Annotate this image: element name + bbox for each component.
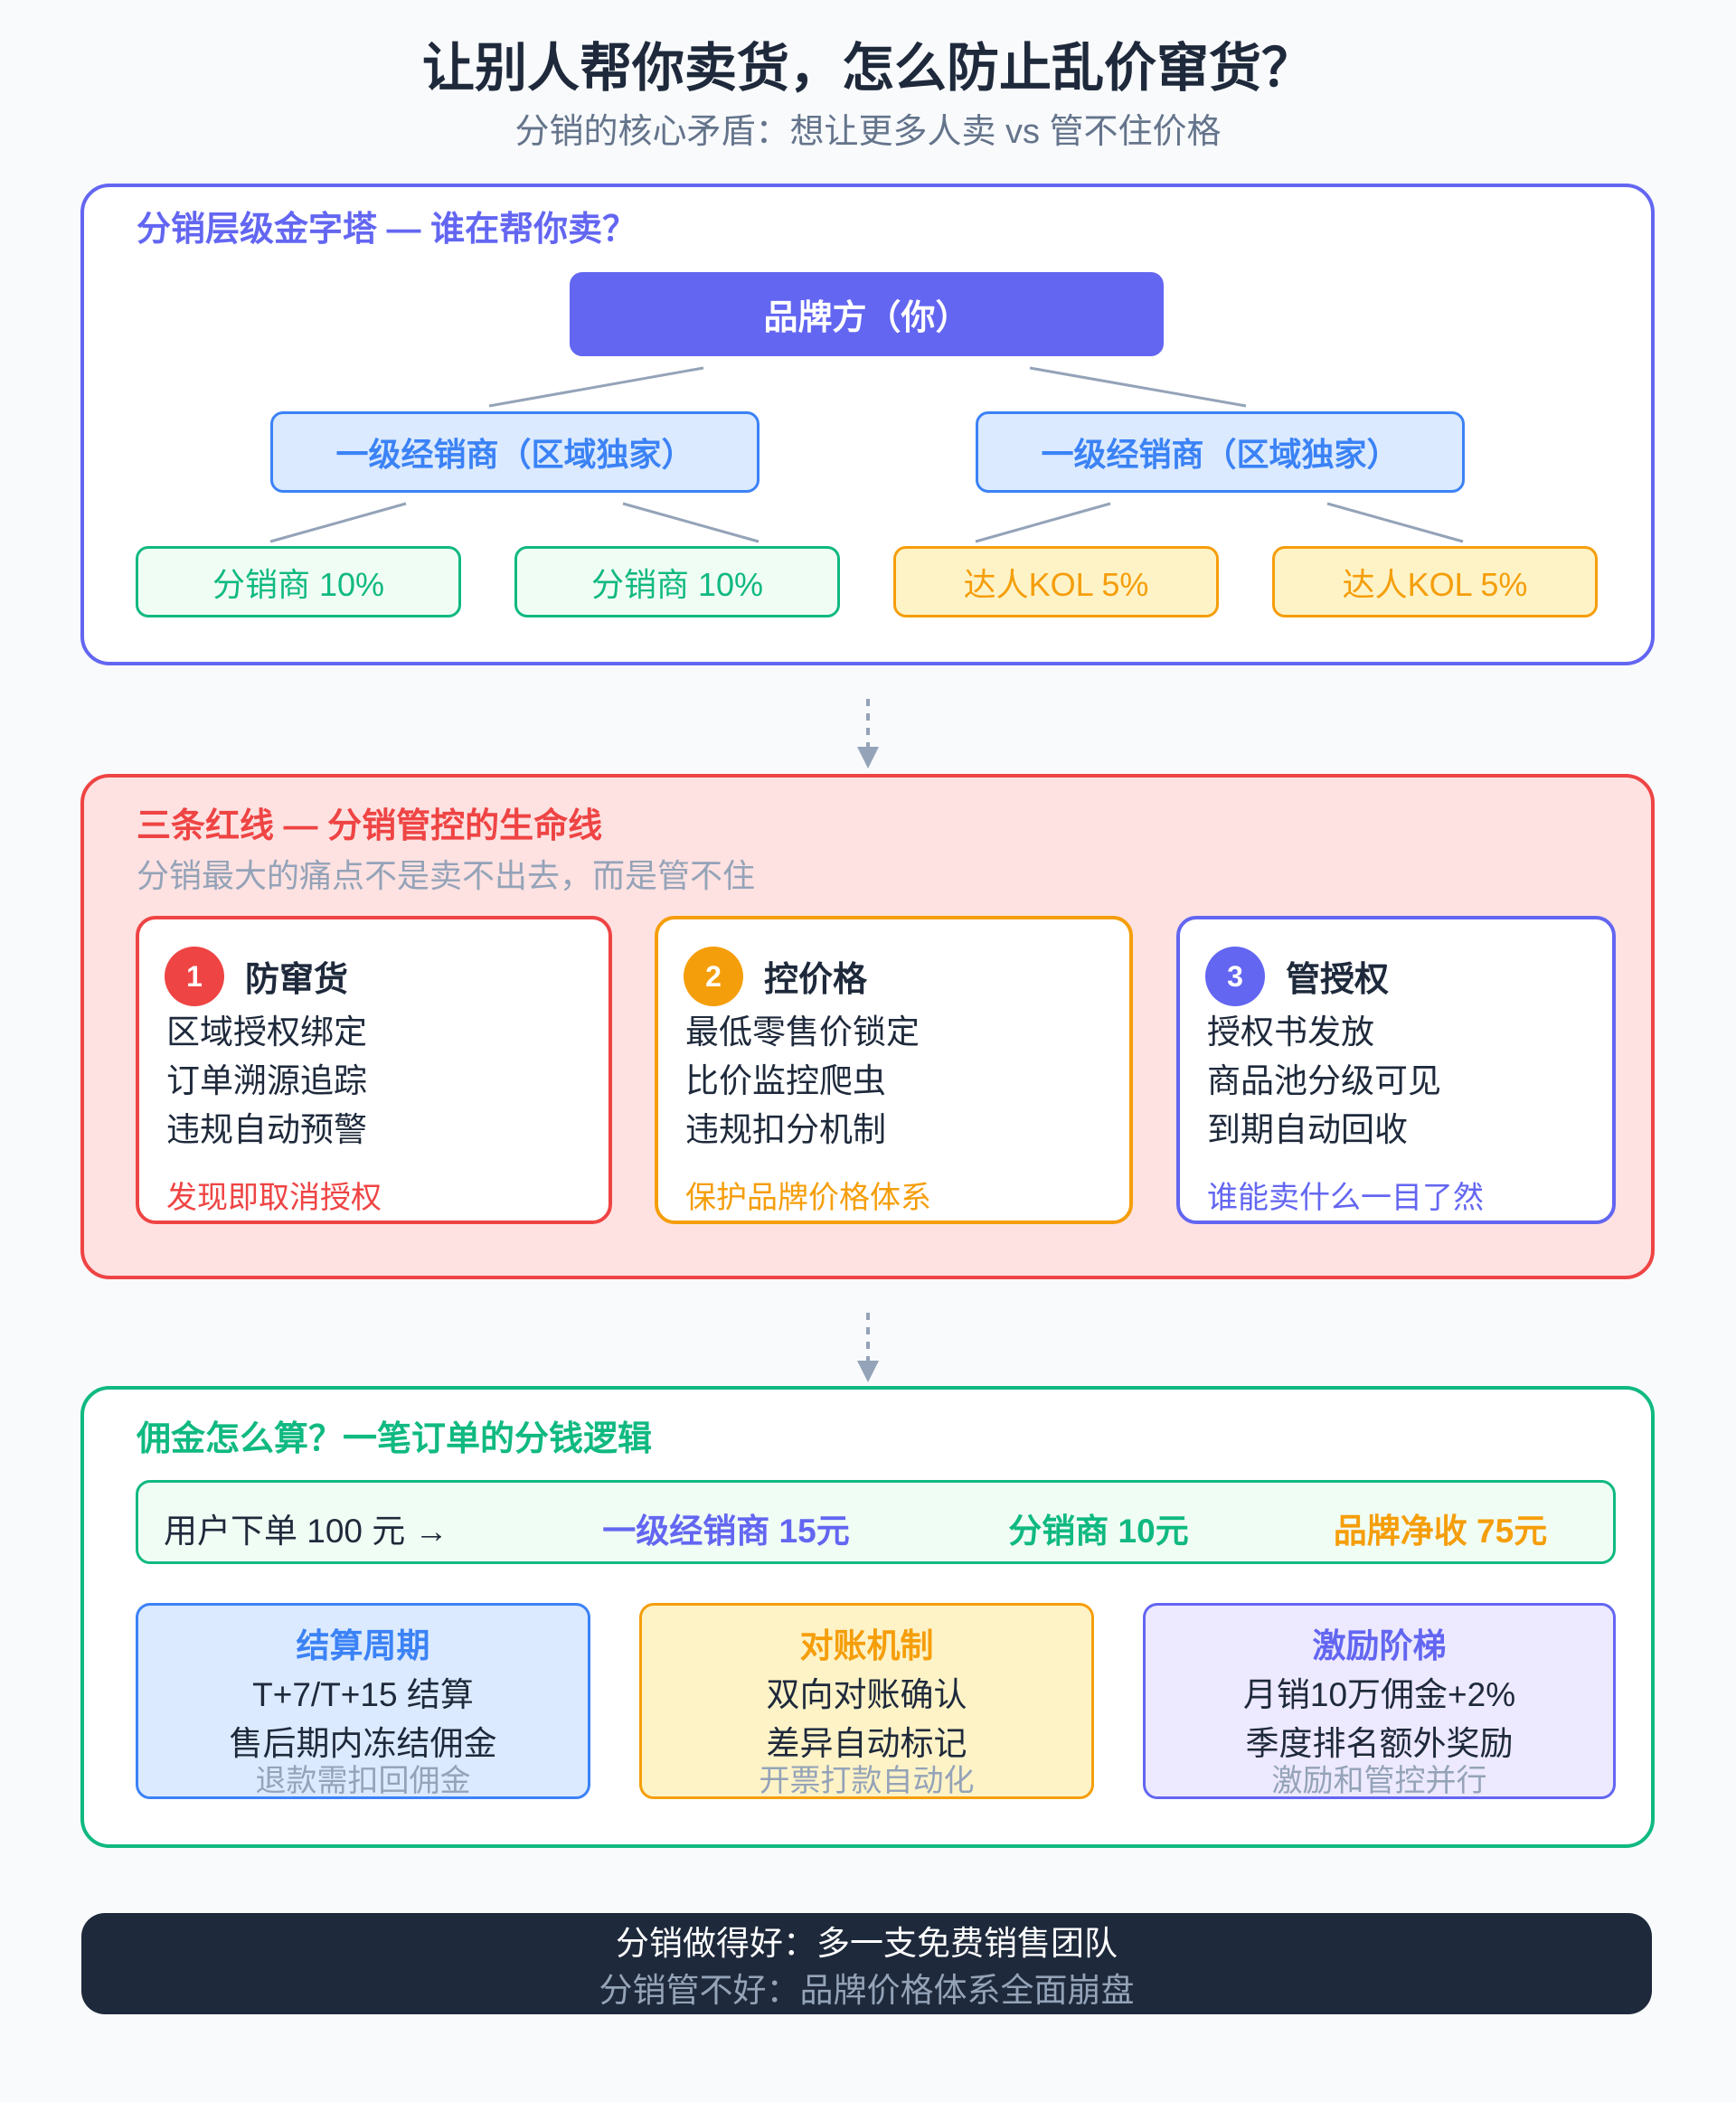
summary-line-good: 分销做得好：多一支免费销售团队	[616, 1925, 1118, 1962]
rule-line: 违规扣分机制	[685, 1111, 886, 1148]
rule-heading: 管授权	[1286, 961, 1390, 999]
rule-line: 区域授权绑定	[166, 1013, 367, 1051]
commission-title: 佣金怎么算？一笔订单的分钱逻辑	[137, 1420, 653, 1458]
rule-line: 订单溯源追踪	[166, 1062, 367, 1099]
card-heading: 激励阶梯	[1312, 1627, 1447, 1664]
settlement-card: 结算周期 T+7/T+15 结算 售后期内冻结佣金 退款需扣回佣金	[136, 1603, 590, 1799]
flow-distributor: 分销商 10元	[1008, 1513, 1189, 1550]
rule-heading: 控价格	[764, 961, 868, 999]
distributor-node: 分销商 10%	[136, 546, 461, 617]
card-note: 激励和管控并行	[1271, 1764, 1487, 1798]
card-line: 季度排名额外奖励	[1245, 1725, 1514, 1762]
card-line: 月销10万佣金+2%	[1242, 1676, 1516, 1713]
rule-footer: 谁能卖什么一目了然	[1207, 1181, 1484, 1215]
rule-heading: 防窜货	[245, 961, 349, 999]
hierarchy-connectors	[269, 366, 1464, 543]
card-line: 双向对账确认	[766, 1676, 967, 1713]
summary-banner: 分销做得好：多一支免费销售团队 分销管不好：品牌价格体系全面崩盘	[81, 1913, 1652, 2014]
card-note: 退款需扣回佣金	[255, 1764, 471, 1798]
rule-line: 违规自动预警	[166, 1111, 367, 1148]
flow-order: 用户下单 100 元 →	[164, 1513, 448, 1550]
level1-dealer-node: 一级经销商（区域独家）	[270, 411, 760, 493]
rule-line: 授权书发放	[1207, 1013, 1374, 1051]
page-subtitle: 分销的核心矛盾：想让更多人卖 vs 管不住价格	[514, 113, 1222, 151]
rule-card-anti-diversion: 1 防窜货 区域授权绑定 订单溯源追踪 违规自动预警 发现即取消授权	[136, 916, 612, 1224]
distributor-node: 分销商 10%	[514, 546, 840, 617]
level1-dealer-node: 一级经销商（区域独家）	[976, 411, 1465, 493]
page-title: 让别人帮你卖货，怎么防止乱价窜货？	[421, 39, 1314, 98]
kol-node: 达人KOL 5%	[893, 546, 1219, 617]
card-note: 开票打款自动化	[759, 1764, 975, 1798]
rule-footer: 发现即取消授权	[166, 1181, 382, 1215]
reconciliation-card: 对账机制 双向对账确认 差异自动标记 开票打款自动化	[639, 1603, 1094, 1799]
card-line: 差异自动标记	[766, 1725, 967, 1762]
rule-line: 最低零售价锁定	[685, 1013, 920, 1051]
redlines-title: 三条红线 — 分销管控的生命线	[137, 807, 603, 845]
kol-node: 达人KOL 5%	[1272, 546, 1598, 617]
number-badge: 2	[684, 947, 743, 1006]
card-line: 售后期内冻结佣金	[229, 1725, 497, 1762]
rule-line: 商品池分级可见	[1207, 1062, 1441, 1099]
rule-line: 比价监控爬虫	[685, 1062, 886, 1099]
rule-card-authorization: 3 管授权 授权书发放 商品池分级可见 到期自动回收 谁能卖什么一目了然	[1176, 916, 1616, 1224]
flow-level1: 一级经销商 15元	[602, 1513, 850, 1550]
arrow-down-icon	[857, 1313, 879, 1382]
card-heading: 结算周期	[296, 1627, 430, 1664]
number-badge: 1	[165, 947, 224, 1006]
flow-brand: 品牌净收 75元	[1333, 1513, 1548, 1550]
summary-line-bad: 分销管不好：品牌价格体系全面崩盘	[599, 1972, 1135, 2009]
number-badge: 3	[1205, 947, 1265, 1006]
incentive-card: 激励阶梯 月销10万佣金+2% 季度排名额外奖励 激励和管控并行	[1143, 1603, 1616, 1799]
pyramid-title: 分销层级金字塔 — 谁在帮你卖？	[137, 211, 637, 249]
rule-line: 到期自动回收	[1207, 1111, 1408, 1148]
rule-card-price-control: 2 控价格 最低零售价锁定 比价监控爬虫 违规扣分机制 保护品牌价格体系	[655, 916, 1133, 1224]
card-line: T+7/T+15 结算	[252, 1676, 474, 1713]
redlines-subtitle: 分销最大的痛点不是卖不出去，而是管不住	[137, 857, 756, 894]
brand-node: 品牌方（你）	[570, 272, 1164, 356]
commission-flow	[136, 1480, 1616, 1564]
card-heading: 对账机制	[799, 1627, 934, 1664]
rule-footer: 保护品牌价格体系	[685, 1181, 931, 1215]
arrow-down-icon	[857, 699, 879, 768]
